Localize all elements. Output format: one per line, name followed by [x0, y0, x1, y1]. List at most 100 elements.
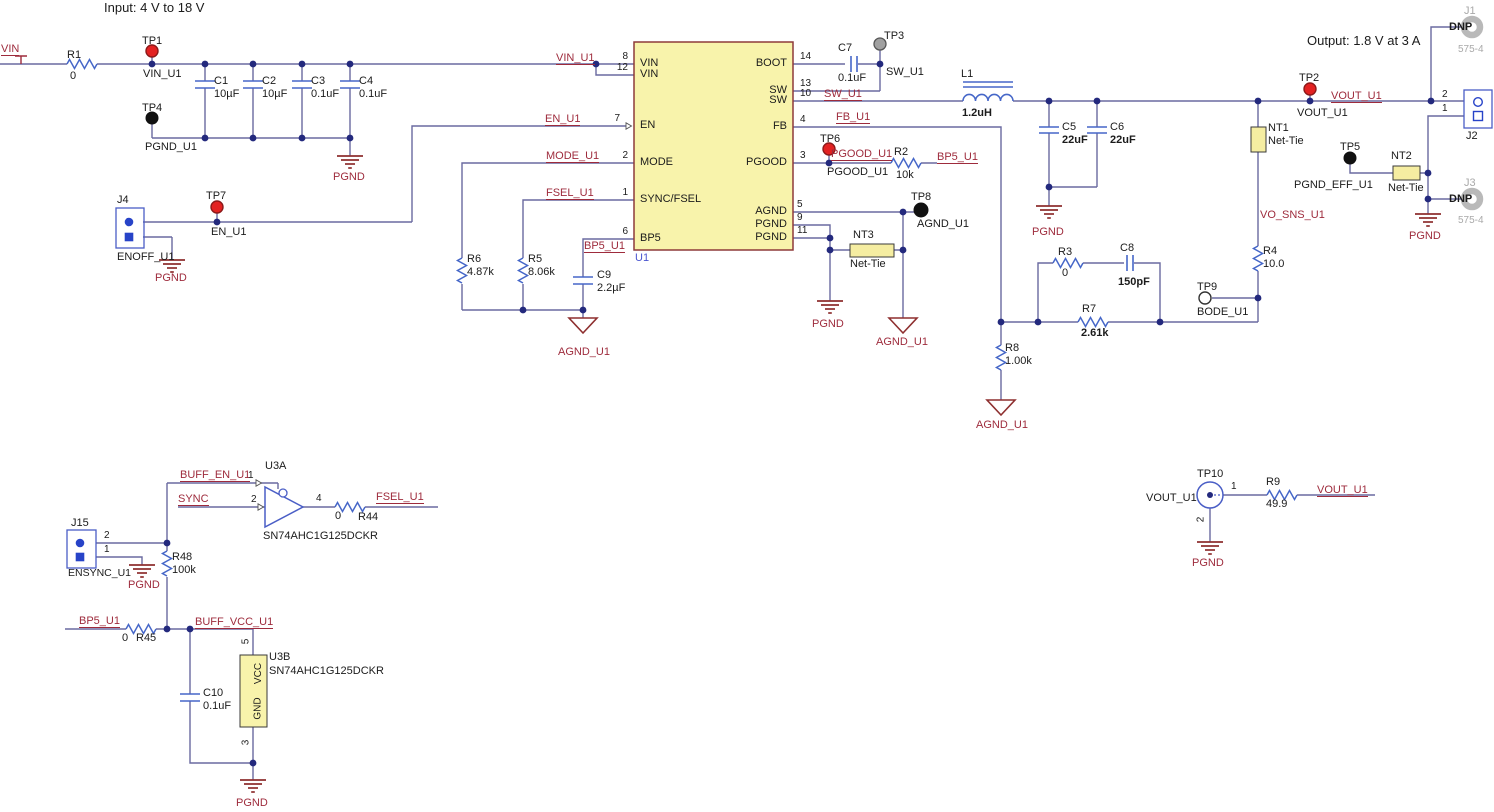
net-label-vout-u1: VOUT_U1 — [1331, 90, 1382, 104]
net-label-en-u1: EN_U1 — [545, 113, 581, 127]
u3b-vcc-pin: VCC — [253, 662, 265, 685]
net-tie-nt2 — [1392, 165, 1421, 181]
j2-pin2-num: 2 — [1442, 89, 1448, 100]
r5-ref: R5 — [528, 253, 543, 265]
j3-label: J3 — [1464, 177, 1476, 189]
r45-value: 0 — [122, 632, 129, 644]
net-label-vin: VIN — [1, 43, 20, 57]
net-label-pgnd-u1: PGND_U1 — [145, 141, 197, 153]
tp3-label: TP3 — [884, 30, 905, 42]
j4-label: J4 — [117, 194, 129, 206]
j3-dnp: DNP — [1449, 193, 1473, 205]
output-spec-note: Output: 1.8 V at 3 A — [1307, 33, 1421, 48]
pin-arrow-icon — [625, 122, 632, 130]
net-label-pgood-u1: PGOOD_U1 — [831, 148, 893, 162]
agnd-u1-label: AGND_U1 — [558, 346, 610, 358]
u1-pin-agnd: AGND — [755, 205, 787, 217]
tp8-label: TP8 — [911, 191, 932, 203]
c8-value: 150pF — [1118, 276, 1150, 288]
net-tie-nt3 — [849, 243, 895, 258]
c2-value: 10µF — [262, 88, 288, 100]
capacitor-c7 — [850, 56, 858, 72]
r9-value: 49.9 — [1266, 498, 1288, 510]
u1-pin8-num: 8 — [622, 51, 628, 62]
r44-value: 0 — [335, 510, 342, 522]
testpoint-tp3 — [873, 37, 887, 51]
tp10-pin2-num: 2 — [1195, 516, 1207, 523]
u1-pin-fb: FB — [772, 120, 787, 132]
c1-ref: C1 — [214, 75, 229, 87]
testpoint-tp4 — [145, 111, 159, 125]
testpoint-tp10 — [1196, 481, 1224, 509]
resistor-r7 — [1077, 316, 1109, 328]
net-label-vin-u1: VIN_U1 — [556, 52, 595, 66]
pgnd-label: PGND — [1409, 230, 1441, 242]
pgnd-label: PGND — [1032, 226, 1064, 238]
c10-ref: C10 — [203, 687, 224, 699]
c10-value: 0.1uF — [203, 700, 232, 712]
c5-value: 22uF — [1062, 134, 1088, 146]
j2-label: J2 — [1466, 130, 1478, 142]
testpoint-tp7 — [210, 200, 224, 214]
c7-ref: C7 — [838, 42, 853, 54]
pin-arrow-icon — [257, 503, 264, 511]
tp1-label: TP1 — [142, 35, 163, 47]
pgnd-symbol — [128, 564, 156, 578]
capacitor-c3 — [292, 80, 312, 89]
resistor-r48 — [161, 550, 173, 577]
j2-pin1-num: 1 — [1442, 103, 1448, 114]
net-label-fsel-u1-out: FSEL_U1 — [376, 491, 424, 505]
u1-pin-boot: BOOT — [755, 57, 787, 69]
c5-ref: C5 — [1062, 121, 1077, 133]
u1-pin7-num: 7 — [614, 113, 620, 124]
c3-value: 0.1uF — [311, 88, 340, 100]
pgnd-label: PGND — [236, 797, 268, 809]
net-label-mode-u1: MODE_U1 — [546, 150, 600, 164]
wire-segments — [0, 26, 1464, 780]
u1-pin-sw1: SW — [769, 84, 787, 96]
c6-ref: C6 — [1110, 121, 1125, 133]
resistor-r5 — [517, 257, 529, 284]
pgnd-label: PGND — [155, 272, 187, 284]
capacitor-c2 — [243, 80, 263, 89]
u1-refdes: U1 — [635, 252, 650, 264]
u1-pin-pgnd1: PGND — [755, 218, 787, 230]
r9-ref: R9 — [1266, 476, 1281, 488]
capacitor-c6 — [1087, 126, 1107, 134]
r6-ref: R6 — [467, 253, 482, 265]
net-label-sw-u1: SW_U1 — [824, 88, 862, 102]
c3-ref: C3 — [311, 75, 326, 87]
resistor-r2 — [890, 157, 922, 169]
c4-ref: C4 — [359, 75, 374, 87]
nt3-type: Net-Tie — [850, 258, 886, 270]
c4-value: 0.1uF — [359, 88, 388, 100]
pgnd-symbol — [1035, 205, 1063, 219]
testpoint-tp5 — [1343, 151, 1357, 165]
u1-pin10-num: 10 — [800, 88, 812, 99]
r1-ref: R1 — [67, 49, 82, 61]
testpoint-tp9 — [1198, 291, 1212, 305]
r5-value: 8.06k — [528, 266, 555, 278]
tp10-label: TP10 — [1197, 468, 1224, 480]
r6-value: 4.87k — [467, 266, 494, 278]
r8-ref: R8 — [1005, 342, 1020, 354]
u1-pin-pgnd2: PGND — [755, 231, 787, 243]
connector-j15 — [66, 529, 97, 569]
r7-value: 2.61k — [1081, 327, 1109, 339]
u1-pin9-num: 9 — [797, 212, 803, 223]
tp7-label: TP7 — [206, 190, 227, 202]
connector-j1-pad — [1460, 15, 1484, 39]
connector-j3-pad — [1460, 187, 1484, 211]
u1-pin11-num: 11 — [797, 225, 808, 236]
net-label-fsel-u1: FSEL_U1 — [546, 187, 594, 201]
tp6-label: TP6 — [820, 133, 841, 145]
r7-ref: R7 — [1082, 303, 1097, 315]
r4-ref: R4 — [1263, 245, 1278, 257]
r1-value: 0 — [70, 70, 77, 82]
capacitor-c8 — [1126, 255, 1134, 271]
inductor-l1 — [962, 81, 1014, 102]
c2-ref: C2 — [262, 75, 277, 87]
r3-value: 0 — [1062, 267, 1069, 279]
